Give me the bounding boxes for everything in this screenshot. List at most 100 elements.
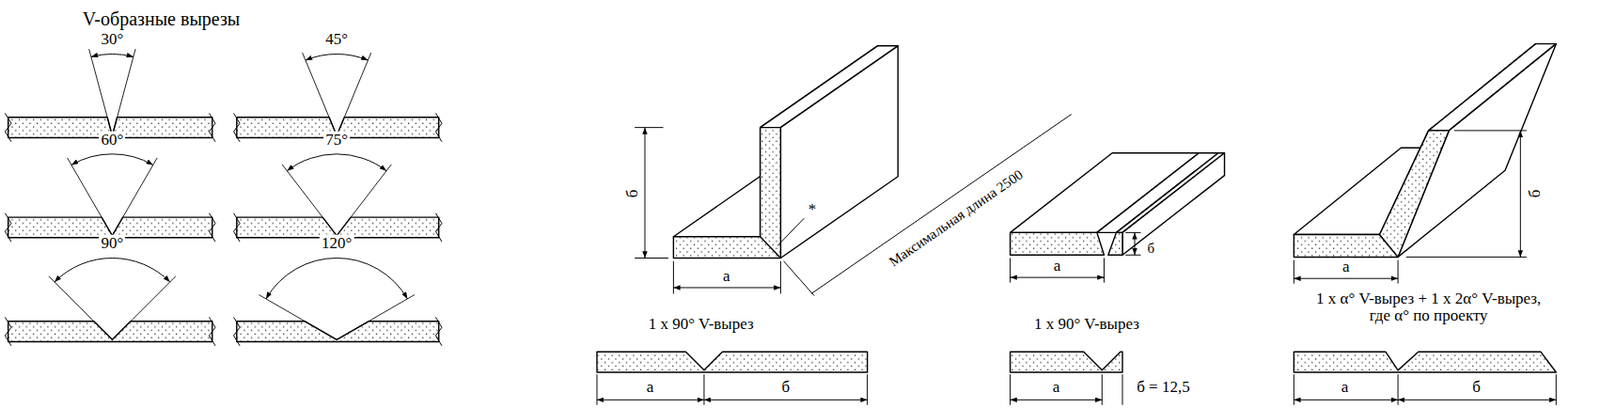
dimension-lines (1010, 399, 1103, 401)
profile-section (1293, 351, 1556, 373)
callout-mark: * (806, 200, 819, 219)
dimension-lines (1293, 130, 1526, 284)
l-shape-figure (673, 127, 781, 259)
angle-label: 75° (323, 130, 350, 149)
dimension-lines (1010, 258, 1105, 283)
edge-lip-figure (1122, 153, 1225, 256)
dimension-lines (1293, 278, 1398, 280)
angled-leg-figure (1380, 130, 1450, 258)
dimension-lines (1406, 130, 1527, 258)
angled-leg-figure (1293, 44, 1556, 258)
dimension-lines (673, 261, 781, 295)
dimension-lines (1010, 232, 1142, 283)
dimension-lines (784, 261, 816, 297)
angle-arc (91, 54, 134, 58)
break-mark (209, 316, 217, 346)
break-mark (209, 112, 217, 142)
dimension-lines (596, 399, 705, 401)
edge-lip-figure (1108, 232, 1123, 255)
dimension-lines (634, 114, 1072, 297)
angle-label: 90° (98, 235, 126, 253)
angle-arc (71, 154, 154, 166)
dimension-lines (673, 286, 781, 288)
angle-arc (305, 54, 368, 62)
v-cut-board (4, 258, 216, 346)
dimension-label: а (721, 267, 733, 286)
dimension-lines (1293, 374, 1556, 406)
angle-label: 30° (98, 31, 126, 49)
dimension-label: а (1339, 378, 1351, 397)
angle-label: 120° (319, 235, 354, 253)
dimension-label: б (1145, 240, 1158, 257)
dimension-lines (1397, 399, 1556, 401)
edge-lip-figure (1010, 232, 1105, 255)
dimension-label: а (1050, 378, 1063, 397)
dimension-lines (596, 374, 868, 406)
edge-lip-figure (1010, 153, 1225, 256)
v-cut-board (234, 258, 442, 346)
dimension-lines (1010, 277, 1105, 279)
l-shape-figure (673, 46, 898, 259)
profile-section (1010, 351, 1123, 373)
dimension-lines (1520, 130, 1522, 258)
break-mark (234, 213, 241, 242)
v-cut-board (234, 154, 442, 242)
dimension-lines (596, 374, 868, 406)
dimension-label: б (1470, 378, 1483, 397)
dimension-lines (1293, 399, 1398, 401)
dimension-label: б (624, 188, 643, 201)
profile-section (1010, 351, 1123, 373)
dimension-lines (704, 399, 868, 401)
break-mark (4, 316, 12, 346)
extension-line (282, 164, 392, 236)
extension-line (302, 52, 372, 136)
diagram-title: V-образные вырезы (80, 8, 243, 30)
break-mark (234, 112, 241, 142)
dimension-label: а (1051, 257, 1064, 276)
v-cut-board (4, 154, 216, 242)
angle-label: 45° (323, 31, 350, 49)
dimension-lines (777, 218, 804, 246)
extension-line (48, 276, 176, 341)
l-shape-figure (780, 46, 898, 259)
break-mark (435, 213, 442, 242)
dimension-label: а (644, 378, 657, 397)
cut-caption: 1 x 90° V-вырез (1032, 315, 1142, 334)
l-shape-figure (760, 236, 782, 259)
break-mark (435, 112, 442, 142)
v-cut-samples (4, 48, 442, 346)
break-mark (4, 213, 12, 242)
angle-arc (54, 258, 171, 283)
dimension-label: б = 12,5 (1134, 378, 1193, 397)
dimension-label: Максимальная длина 2500 (884, 165, 1028, 271)
break-mark (435, 316, 442, 346)
angle-arc (266, 258, 408, 299)
dimension-lines (644, 127, 646, 259)
dimension-label: б (779, 378, 792, 397)
cut-caption: 1 x α° V-вырез + 1 x 2α° V-вырез, где α°… (1306, 290, 1552, 326)
dimension-label: а (1340, 258, 1352, 277)
extension-line (258, 295, 414, 341)
v-cut-board (4, 48, 216, 142)
board-section (8, 321, 213, 343)
cut-caption: 1 x 90° V-вырез (646, 315, 756, 334)
angle-label: 60° (98, 130, 126, 149)
profile-section (1293, 351, 1556, 373)
dimension-lines (1125, 232, 1141, 255)
dimension-lines (811, 114, 1072, 295)
profile-section (596, 351, 868, 373)
dimension-lines (1010, 374, 1123, 406)
dimension-lines (1293, 374, 1556, 406)
dimension-lines (1010, 374, 1123, 406)
break-mark (234, 316, 241, 346)
v-cut-board (234, 52, 442, 142)
extension-line (89, 48, 136, 136)
profile-section (596, 351, 868, 373)
break-mark (4, 112, 12, 142)
dimension-lines (1134, 232, 1136, 255)
extension-line (67, 157, 158, 236)
angle-arc (286, 154, 387, 172)
